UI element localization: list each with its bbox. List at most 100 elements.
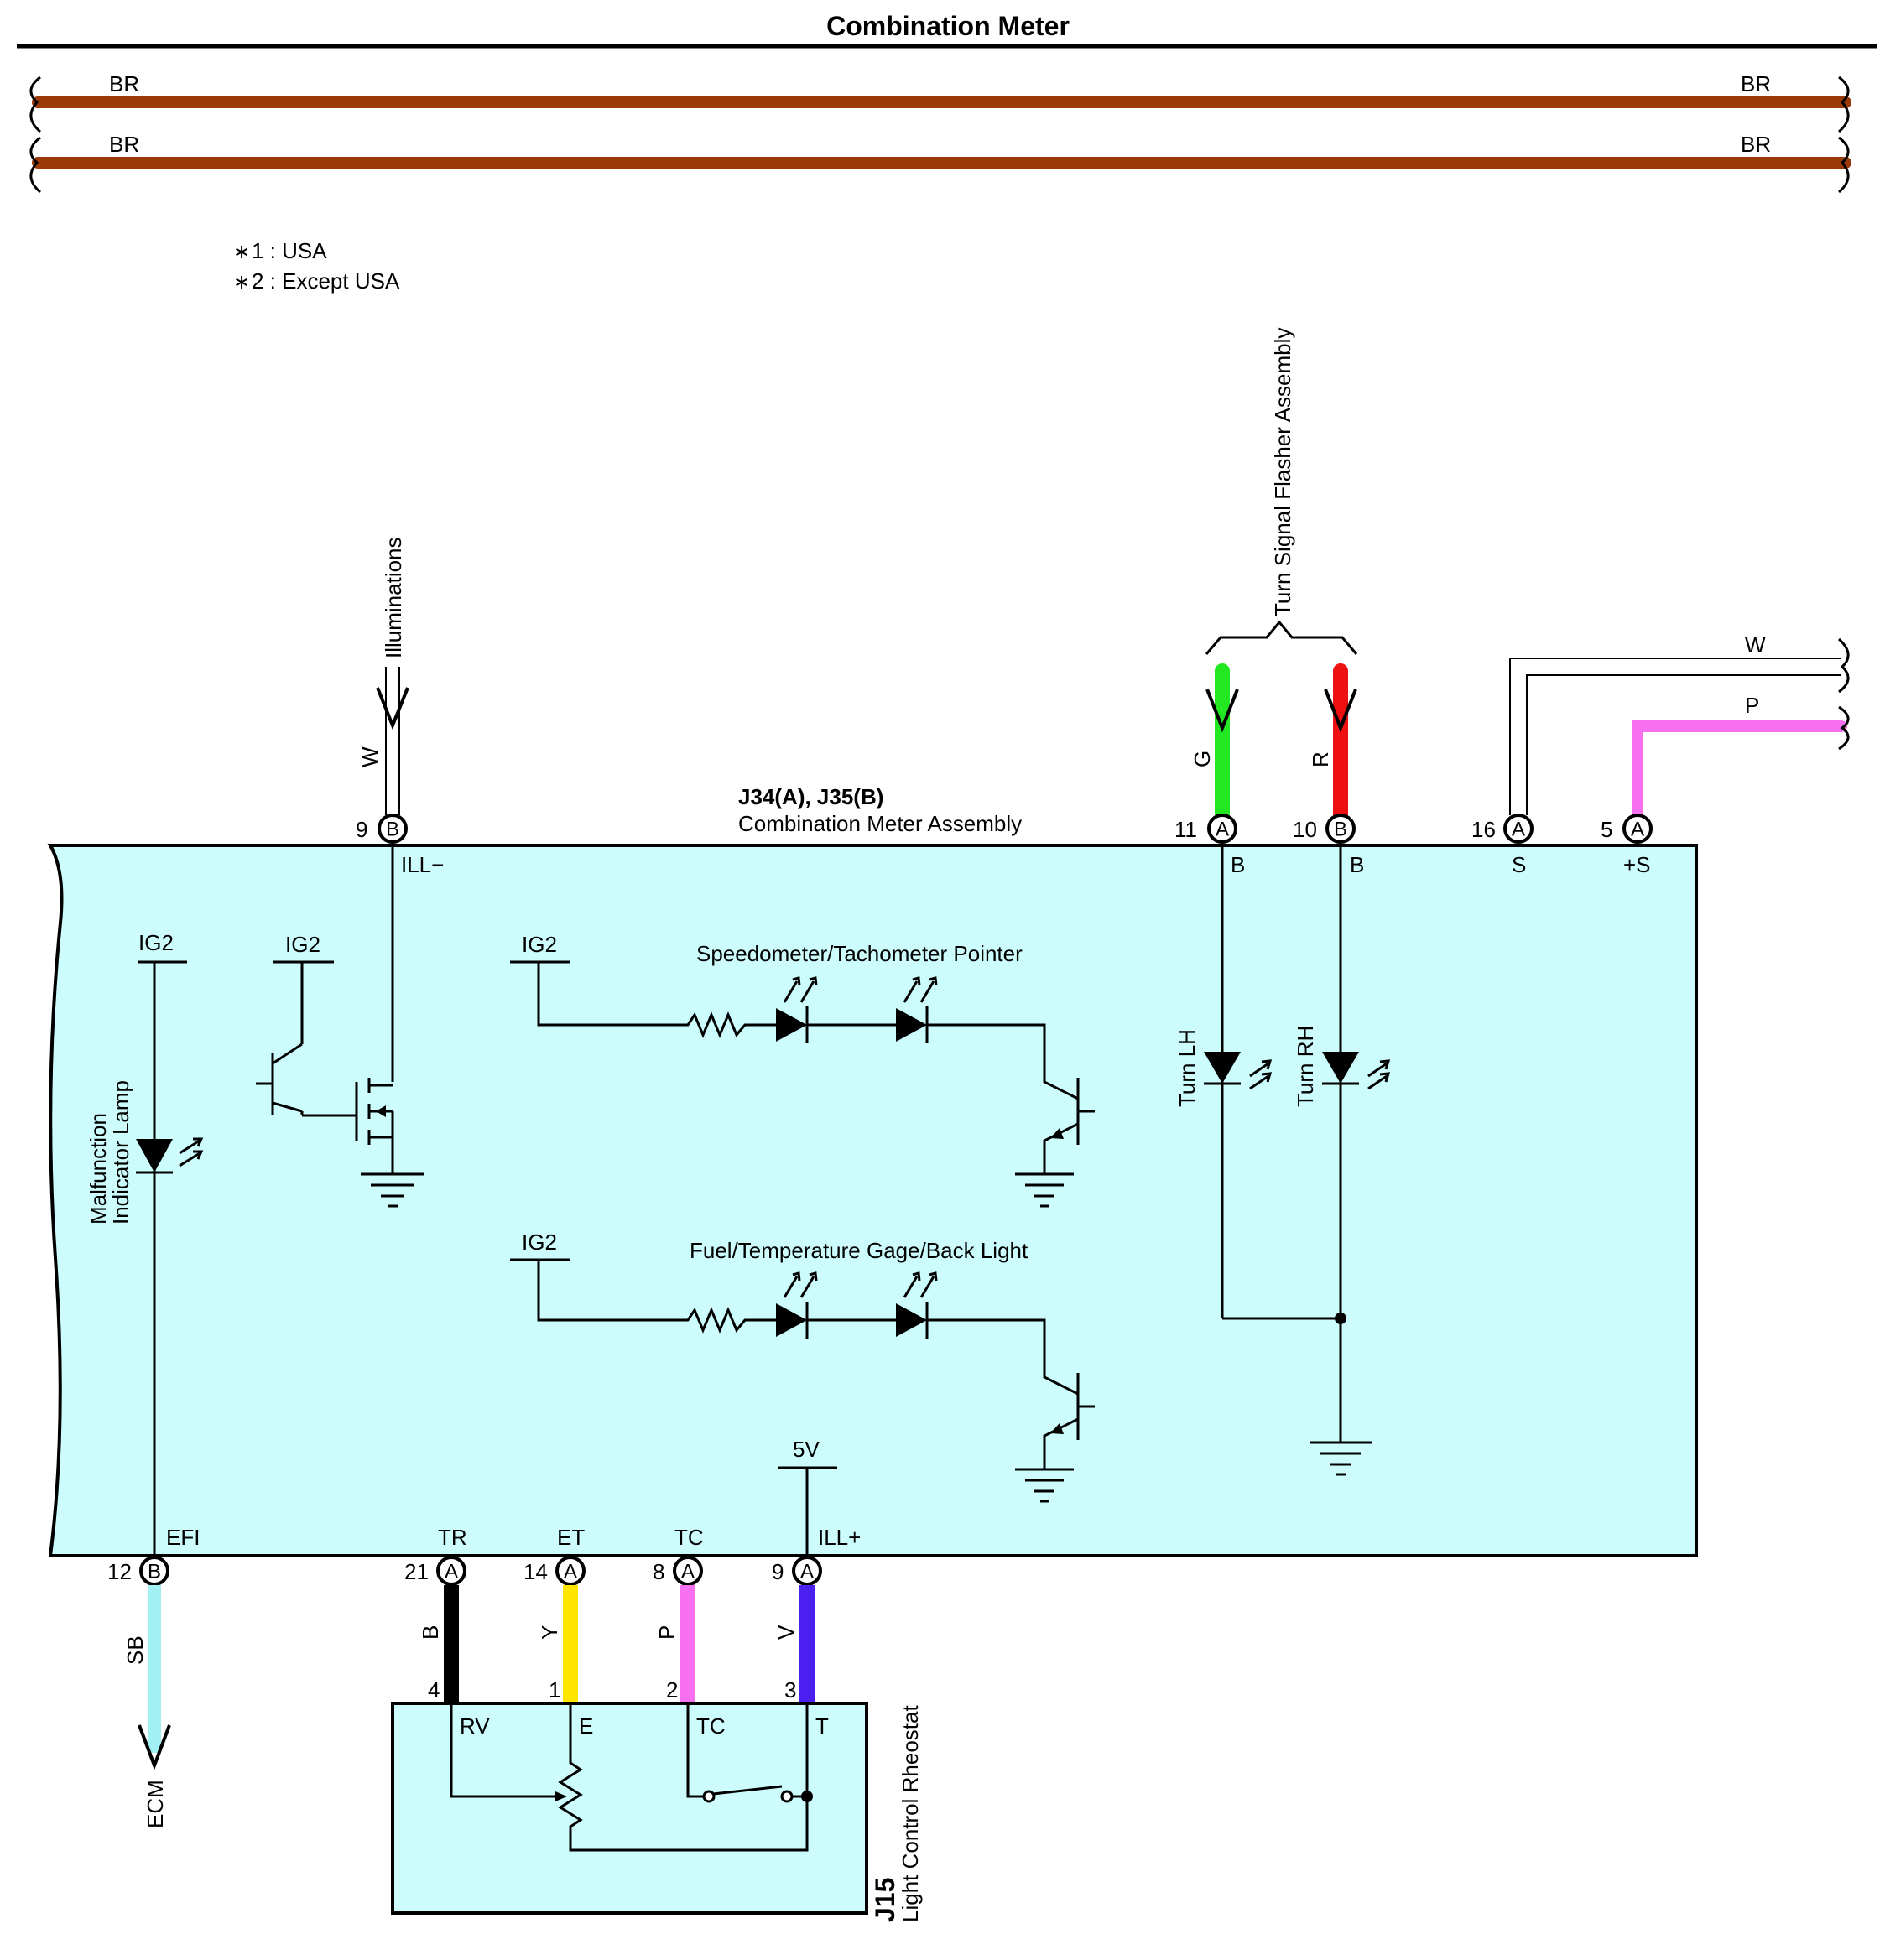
speedo-emitter [1043,1122,1079,1174]
terminal-pin: 14 [523,1559,548,1584]
rheostat-code: J15 [870,1878,900,1922]
terminal-signal: B [1350,852,1364,877]
top-terminal-11A: A 11 B [1174,814,1245,877]
speedo-collector [927,1023,1079,1100]
terminal-conn: A [445,1561,458,1583]
illumination-driver: IG2 [256,845,424,1208]
fuel-led-2 [896,1303,927,1337]
terminal-signal: +S [1623,852,1651,877]
fuel-resistor [537,1260,776,1334]
terminal-pin: 9 [772,1559,784,1584]
rheostat-pin-2: 2 [666,1677,678,1703]
fuel-emitter [1043,1417,1079,1469]
speed-wire-p [1632,720,1847,821]
wire-violet-color: V [773,1625,799,1640]
terminal-pin: 21 [404,1559,429,1584]
terminal-pin: 11 [1174,817,1197,842]
terminal-pin: 9 [356,817,367,842]
rheostat-name: Light Control Rheostat [898,1705,923,1922]
speedo-led-1 [776,1008,807,1042]
terminal-pin: 12 [107,1559,132,1584]
terminal-conn: A [564,1561,577,1583]
top-terminal-10B: B 10 B [1293,814,1364,877]
meter-name: Combination Meter Assembly [738,811,1022,836]
terminal-conn: A [800,1561,814,1583]
note-text-2: 2 : Except USA [252,268,400,294]
terminal-signal: ET [557,1525,585,1550]
terminal-pin: 10 [1293,817,1317,842]
terminal-conn: B [148,1561,161,1583]
fuel-ig2-label: IG2 [522,1230,557,1255]
illuminations-wire-color: W [357,746,383,767]
rheostat-pin-1: 1 [549,1677,560,1703]
terminal-conn: A [681,1561,695,1583]
terminal-pin: 5 [1601,817,1612,842]
mil-label-2: Indicator Lamp [108,1080,133,1224]
bus-break-left-1 [29,75,42,133]
turn-junction-dot [1335,1313,1346,1324]
ground-bus: BR BR BR BR [29,71,1851,194]
rheostat-pin-3: 3 [784,1677,796,1703]
rheostat-term-rv: RV [460,1713,490,1739]
turn-indicators: Turn LH Turn RH [1174,845,1391,1476]
terminal-signal: ILL− [401,852,444,877]
meter-assembly-box [47,844,1698,1557]
bus-label-left-1: BR [109,71,139,96]
terminal-signal: ILL+ [818,1525,861,1550]
notes: ∗ 1 : USA ∗ 2 : Except USA [233,238,400,294]
speedo-pointer-circuit: IG2 Speedometer/Tachometer Pointer [510,932,1095,1208]
ecm-label: ECM [143,1780,168,1828]
speedo-ig2-label: IG2 [522,932,557,957]
speed-wire-w-label: W [1745,632,1766,658]
illuminations-wire: Illuminations W [357,537,409,815]
terminal-pin: 8 [653,1559,664,1584]
mil-label-1: Malfunction [86,1113,111,1224]
ecm-wire: SB ECM [122,1585,171,1828]
rheostat-pin-4: 4 [428,1677,440,1703]
ecm-wire-color: SB [122,1635,148,1665]
bottom-terminal-21A: A 21 TR [404,1525,467,1586]
terminal-signal: S [1512,852,1526,877]
bus-break-right-1 [1837,75,1850,133]
bus-label-right-2: BR [1741,132,1771,157]
wire-red-arrow [1324,689,1357,733]
rv-line [450,1703,555,1798]
fuel-backlight-circuit: IG2 Fuel/Temperature Gage/Back Light [510,1230,1095,1503]
mil-led-ray-1 [179,1137,204,1155]
bottom-terminal-14A: A 14 ET [523,1525,586,1586]
malfunction-lamp-circuit: IG2 Malfunction Indicator Lamp [86,930,204,1556]
mil-led-ray-2 [179,1150,204,1167]
bottom-terminal-12B: B 12 EFI [107,1525,200,1586]
wire-green-arrow [1205,689,1239,733]
switch-blade [712,1785,783,1796]
illum-ig2-label: IG2 [285,932,320,957]
top-terminal-9B: B 9 ILL− [356,814,444,877]
terminal-signal: TR [438,1525,467,1550]
note-text-1: 1 : USA [252,238,327,263]
rheostat-term-t: T [815,1713,829,1739]
top-terminal-16A: A 16 S [1471,814,1534,877]
turn-lh-led [1204,1052,1241,1084]
speedo-resistor [537,962,776,1038]
bus-break-right-2 [1837,136,1850,194]
turn-flasher-label: Turn Signal Flasher Assembly [1270,328,1295,616]
speed-wires: W P [1509,632,1850,821]
turn-rh-label: Turn RH [1293,1026,1318,1107]
terminal-conn: A [1216,819,1229,841]
terminal-conn: B [386,819,399,841]
wire-pink-color: P [654,1625,680,1640]
speed-break-1 [1837,637,1850,694]
switch-contact-2 [780,1790,794,1803]
rheostat-harness: B Y P V [418,1585,815,1703]
five-v-label: 5V [793,1437,820,1462]
flasher-brace [1205,620,1358,655]
ecm-arrow [138,1724,171,1770]
bottom-terminal-8A: A 8 TC [653,1525,704,1586]
fuel-label: Fuel/Temperature Gage/Back Light [690,1238,1028,1263]
diagram-title: Combination Meter [826,11,1070,41]
meter-connector-id: J34(A), J35(B) [738,784,883,809]
switch-contact-1 [702,1790,716,1803]
fuel-collector [927,1318,1079,1396]
wire-red-color: R [1308,751,1333,767]
